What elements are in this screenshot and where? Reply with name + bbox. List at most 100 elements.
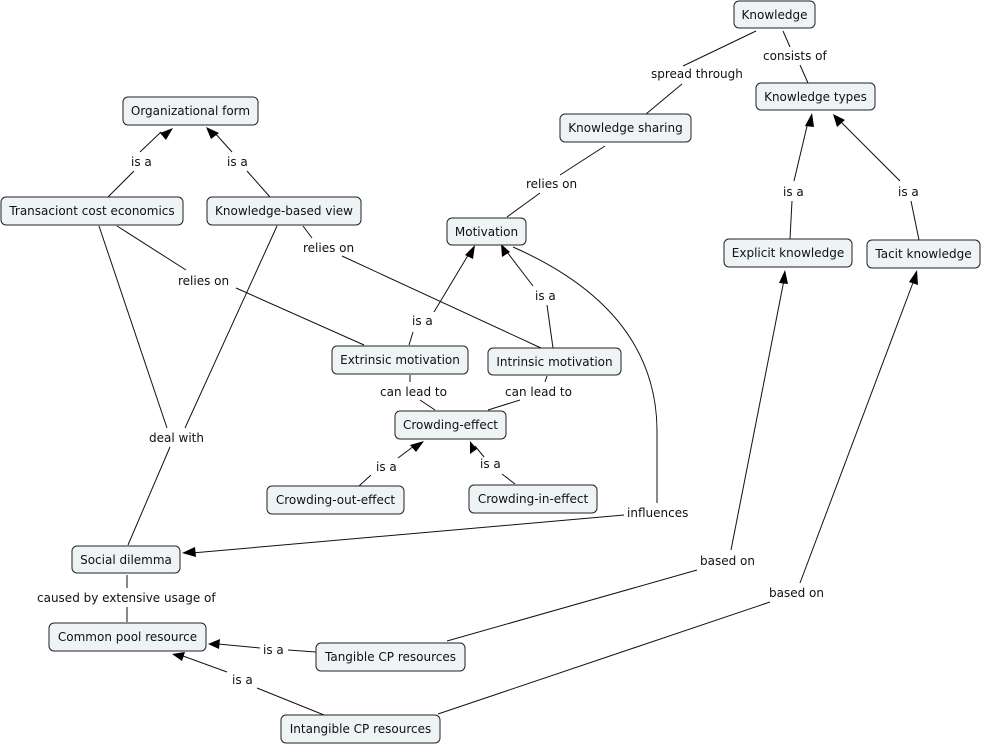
arrowhead (909, 270, 918, 285)
connector (213, 131, 233, 153)
concept-knowledge-based-view[interactable]: Knowledge-based view (206, 196, 362, 226)
link-label-spread-through: spread through (651, 67, 743, 81)
concept-label: Tacit knowledge (874, 247, 971, 261)
connector (182, 655, 228, 673)
concept-common-pool-resource[interactable]: Common pool resource (48, 622, 207, 652)
concept-tacit-knowledge[interactable]: Tacit knowledge (866, 239, 981, 269)
concept-label: Crowding-in-effect (478, 492, 589, 506)
connector (782, 30, 791, 48)
connector (98, 225, 168, 429)
arrowhead (501, 244, 510, 257)
link-label-is-a-crowding-out: is a (376, 460, 397, 474)
concept-intrinsic-motivation[interactable]: Intrinsic motivation (487, 347, 622, 376)
concept-knowledge[interactable]: Knowledge (733, 0, 816, 29)
connector (682, 30, 757, 67)
link-label-is-a-tangible: is a (263, 643, 284, 657)
connector (546, 304, 554, 349)
arrowhead (465, 245, 475, 259)
arrowhead (172, 652, 185, 661)
concept-tangible-cp-resources[interactable]: Tangible CP resources (315, 642, 466, 672)
connector (487, 399, 521, 411)
concept-label: Tangible CP resources (324, 650, 456, 664)
arrowheads (160, 113, 918, 661)
connector (437, 601, 771, 715)
concept-social-dilemma[interactable]: Social dilemma (71, 545, 181, 574)
link-label-is-a-crowding-in: is a (480, 457, 501, 471)
connector (127, 446, 171, 546)
connector (544, 375, 548, 383)
arrowhead (208, 639, 220, 649)
concept-label: Knowledge sharing (568, 121, 682, 135)
link-label-based-on-tangible: based on (700, 554, 755, 568)
connectors (98, 30, 920, 716)
connector (217, 643, 261, 649)
concept-organizational-form[interactable]: Organizational form (122, 96, 259, 126)
link-labels: spread through consists of relies on is … (37, 49, 919, 687)
concept-label: Motivation (455, 225, 518, 239)
connector (419, 399, 436, 411)
link-label-is-a-intangible: is a (232, 673, 253, 687)
concept-label: Intangible CP resources (290, 722, 432, 736)
link-label-based-on-intangible: based on (769, 586, 824, 600)
arrowhead (206, 127, 219, 139)
connector (433, 251, 471, 313)
link-label-relies-on-kbv: relies on (303, 241, 354, 255)
connector (799, 279, 915, 584)
concept-label: Organizational form (131, 104, 250, 118)
connector (474, 445, 485, 458)
connector (446, 569, 698, 642)
concept-knowledge-types[interactable]: Knowledge types (755, 82, 876, 111)
concept-transaction-cost-economics[interactable]: Transaciont cost economics (0, 196, 184, 226)
link-label-is-a-tacit: is a (898, 185, 919, 199)
connector (839, 120, 901, 182)
arrowhead (182, 547, 196, 557)
concept-label: Crowding-effect (403, 418, 498, 432)
link-label-can-lead-to-intrinsic: can lead to (505, 385, 572, 399)
link-label-consists-of: consists of (763, 49, 827, 63)
connector (341, 255, 542, 349)
connector (506, 192, 541, 218)
connector (191, 514, 625, 554)
concept-label: Crowding-out-effect (276, 493, 396, 507)
connector (559, 145, 606, 176)
link-label-is-a-explicit: is a (783, 185, 804, 199)
concept-crowding-effect[interactable]: Crowding-effect (394, 410, 507, 440)
concept-extrinsic-motivation[interactable]: Extrinsic motivation (331, 345, 469, 375)
arrowhead (160, 128, 173, 140)
connector (235, 287, 365, 346)
connector (287, 649, 317, 653)
concept-crowding-out-effect[interactable]: Crowding-out-effect (266, 485, 405, 515)
concept-label: Transaciont cost economics (8, 204, 174, 218)
connector (501, 473, 516, 485)
link-label-can-lead-to-extrinsic: can lead to (380, 385, 447, 399)
connector (512, 246, 658, 503)
concept-explicit-knowledge[interactable]: Explicit knowledge (723, 238, 853, 268)
arrowhead (805, 113, 814, 127)
arrowhead (779, 270, 788, 284)
link-label-is-a-tce: is a (131, 155, 152, 169)
concept-intangible-cp-resources[interactable]: Intangible CP resources (280, 714, 441, 744)
concept-label: Common pool resource (58, 630, 197, 644)
link-label-is-a-extrinsic: is a (412, 314, 433, 328)
connector (799, 64, 809, 84)
connector (506, 251, 534, 287)
connector (184, 225, 278, 429)
concept-label: Social dilemma (80, 553, 172, 567)
connector (408, 331, 414, 346)
connector (397, 445, 415, 459)
link-label-caused-by: caused by extensive usage of (37, 591, 216, 605)
concept-crowding-in-effect[interactable]: Crowding-in-effect (468, 484, 598, 514)
link-label-is-a-kbv: is a (227, 155, 248, 169)
concept-label: Extrinsic motivation (340, 353, 460, 367)
concept-motivation[interactable]: Motivation (446, 217, 527, 246)
concept-label: Knowledge types (764, 90, 867, 104)
arrowhead (410, 441, 424, 452)
connector (116, 225, 187, 271)
concept-knowledge-sharing[interactable]: Knowledge sharing (559, 113, 692, 143)
connector (910, 200, 920, 241)
concept-label: Explicit knowledge (732, 246, 844, 260)
link-label-deal-with: deal with (149, 431, 204, 445)
connector (256, 687, 325, 716)
